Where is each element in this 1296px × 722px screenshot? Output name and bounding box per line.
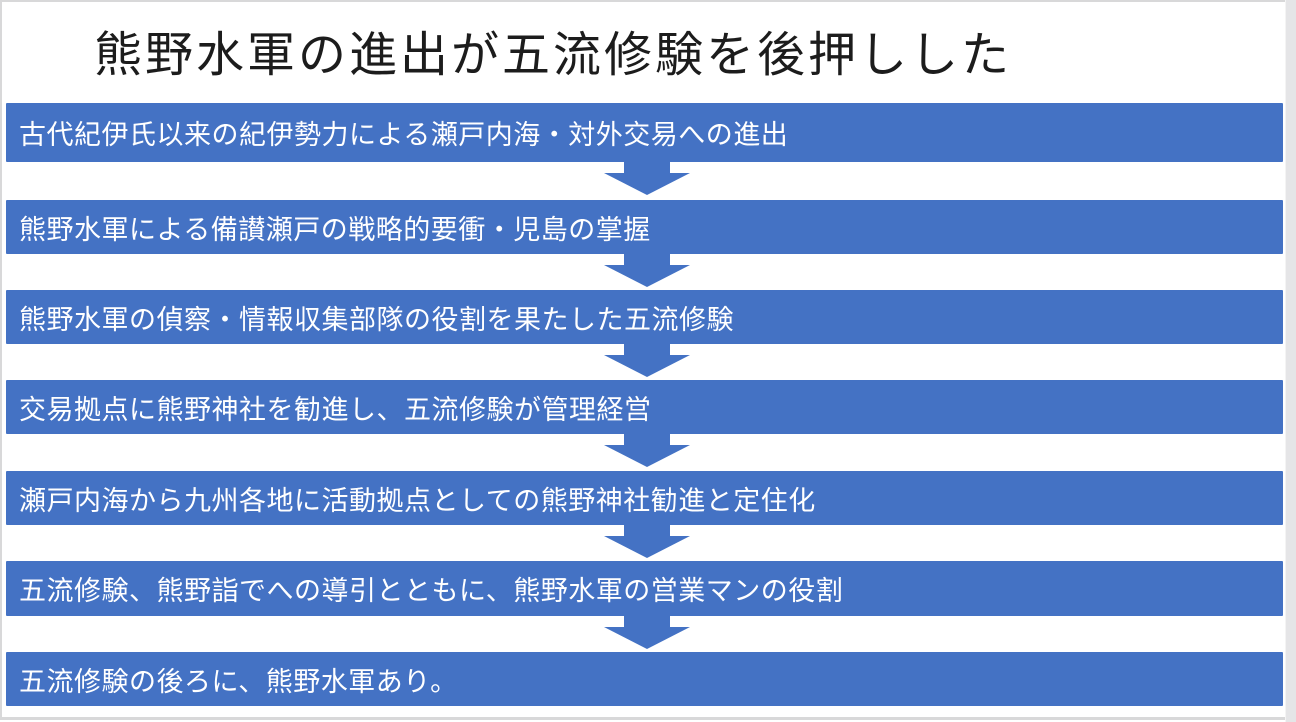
down-arrow-stem xyxy=(624,524,670,537)
down-arrow-head xyxy=(604,627,690,649)
down-arrow-icon xyxy=(604,343,690,378)
process-step-4-label: 交易拠点に熊野神社を勧進し、五流修験が管理経営 xyxy=(19,394,652,425)
down-arrow-icon xyxy=(604,433,690,468)
process-step-5-label: 瀬戸内海から九州各地に活動拠点としての熊野神社勧進と定住化 xyxy=(19,485,816,516)
down-arrow-icon xyxy=(604,615,690,650)
process-step-7: 五流修験の後ろに、熊野水軍あり。 xyxy=(6,652,1283,706)
process-step-4: 交易拠点に熊野神社を勧進し、五流修験が管理経営 xyxy=(6,380,1283,434)
down-arrow-head xyxy=(604,355,690,377)
process-step-2-label: 熊野水軍による備讃瀬戸の戦略的要衝・児島の掌握 xyxy=(19,214,651,245)
process-step-6-label: 五流修験、熊野詣でへの導引とともに、熊野水軍の営業マンの役割 xyxy=(19,576,844,606)
down-arrow-icon xyxy=(604,253,690,288)
process-step-6: 五流修験、熊野詣でへの導引とともに、熊野水軍の営業マンの役割 xyxy=(6,561,1283,616)
down-arrow-head xyxy=(604,173,690,195)
down-arrow-stem xyxy=(624,615,670,628)
down-arrow-head xyxy=(604,536,690,558)
process-step-2: 熊野水軍による備讃瀬戸の戦略的要衝・児島の掌握 xyxy=(6,200,1283,254)
down-arrow-stem xyxy=(624,161,670,174)
process-step-5: 瀬戸内海から九州各地に活動拠点としての熊野神社勧進と定住化 xyxy=(6,471,1283,525)
down-arrow-stem xyxy=(624,433,670,446)
slide-frame-right-strip xyxy=(1285,0,1296,722)
down-arrow-head xyxy=(604,265,690,287)
down-arrow-head xyxy=(604,445,690,467)
process-step-3: 熊野水軍の偵察・情報収集部隊の役割を果たした五流修験 xyxy=(6,290,1283,344)
down-arrow-icon xyxy=(604,161,690,196)
down-arrow-stem xyxy=(624,253,670,266)
slide-frame-left xyxy=(0,0,2,718)
process-step-3-label: 熊野水軍の偵察・情報収集部隊の役割を果たした五流修験 xyxy=(19,304,734,335)
slide-frame-bottom xyxy=(0,717,1285,720)
process-step-1-label: 古代紀伊氏以来の紀伊勢力による瀬戸内海・対外交易への進出 xyxy=(19,120,789,150)
down-arrow-icon xyxy=(604,524,690,559)
process-step-1: 古代紀伊氏以来の紀伊勢力による瀬戸内海・対外交易への進出 xyxy=(6,103,1283,162)
slide-frame-top xyxy=(0,0,1296,2)
slide-title: 熊野水軍の進出が五流修験を後押しした xyxy=(94,29,1013,82)
process-step-7-label: 五流修験の後ろに、熊野水軍あり。 xyxy=(19,666,458,697)
down-arrow-stem xyxy=(624,343,670,356)
